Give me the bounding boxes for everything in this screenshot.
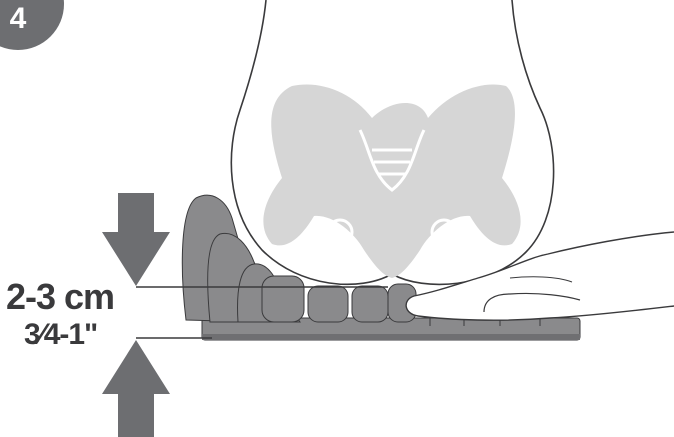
cushion-base-shadow	[202, 334, 580, 340]
measurement-metric: 2-3 cm	[6, 276, 114, 318]
measurement-imperial: 3⁄4-1"	[24, 318, 97, 352]
arrow-up-icon	[102, 340, 170, 437]
arrow-down-icon	[102, 193, 170, 286]
